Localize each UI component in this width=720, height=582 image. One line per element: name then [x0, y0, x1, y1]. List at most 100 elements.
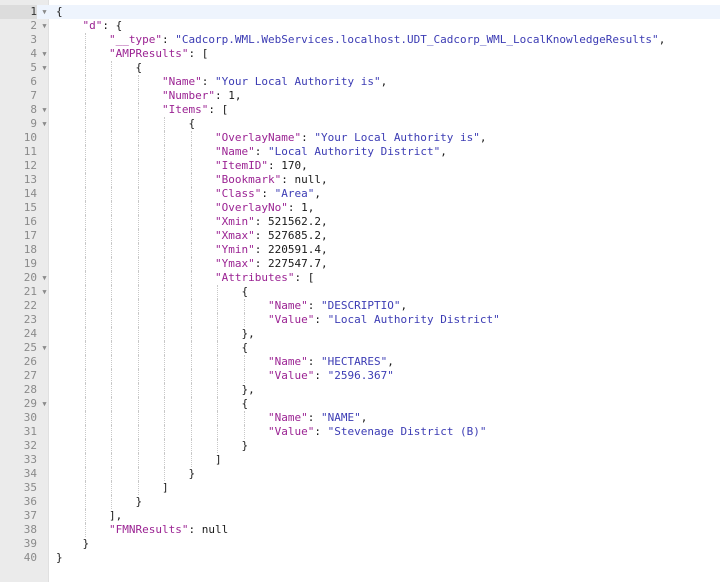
code-line[interactable]: 34} — [0, 467, 720, 481]
indent-guide — [164, 117, 165, 131]
code-line[interactable]: 37], — [0, 509, 720, 523]
json-string: "HECTARES" — [321, 355, 388, 368]
json-punctuation: { — [135, 61, 143, 74]
json-punctuation: , — [400, 299, 408, 312]
code-line[interactable]: 13"Bookmark": null, — [0, 173, 720, 187]
line-number: 29 — [23, 397, 37, 410]
indent-guide — [111, 341, 112, 355]
code-line[interactable]: 5▼{ — [0, 61, 720, 75]
code-line[interactable]: 9▼{ — [0, 117, 720, 131]
json-punctuation: : null — [188, 523, 229, 536]
indent-guide — [217, 383, 218, 397]
code-line[interactable]: 12"ItemID": 170, — [0, 159, 720, 173]
code-text: "Name": "DESCRIPTIO", — [268, 299, 407, 313]
line-number: 9 — [30, 117, 37, 130]
json-string: "Stevenage District (B)" — [327, 425, 487, 438]
indent-guide — [84, 75, 86, 89]
code-line[interactable]: 17"Xmax": 527685.2, — [0, 229, 720, 243]
json-key: "AMPResults" — [109, 47, 189, 60]
fold-toggle-icon[interactable]: ▼ — [42, 64, 47, 72]
line-number: 11 — [23, 145, 37, 158]
code-line[interactable]: 26"Name": "HECTARES", — [0, 355, 720, 369]
indent-guide — [190, 439, 192, 453]
indent-guide — [243, 313, 245, 327]
indent-guide — [243, 355, 245, 369]
fold-toggle-icon[interactable]: ▼ — [42, 288, 47, 296]
indent-guide — [84, 201, 86, 215]
code-text: "ItemID": 170, — [215, 159, 308, 173]
code-line[interactable]: 24}, — [0, 327, 720, 341]
indent-guide — [164, 453, 165, 467]
code-line[interactable]: 6"Name": "Your Local Authority is", — [0, 75, 720, 89]
indent-guide — [111, 201, 112, 215]
code-text: "Ymax": 227547.7, — [215, 257, 328, 271]
indent-guide — [137, 299, 139, 313]
fold-toggle-icon[interactable]: ▼ — [42, 344, 47, 352]
code-line[interactable]: 21▼{ — [0, 285, 720, 299]
code-line[interactable]: 16"Xmin": 521562.2, — [0, 215, 720, 229]
indent-guide — [164, 131, 165, 145]
indent-guide — [190, 159, 192, 173]
code-line[interactable]: 20▼"Attributes": [ — [0, 271, 720, 285]
code-line[interactable]: 8▼"Items": [ — [0, 103, 720, 117]
fold-toggle-icon[interactable]: ▼ — [42, 400, 47, 408]
json-key: "Name" — [268, 411, 308, 424]
indent-guide — [137, 159, 139, 173]
indent-guide — [111, 453, 112, 467]
code-line[interactable]: 27"Value": "2596.367" — [0, 369, 720, 383]
code-line[interactable]: 31"Value": "Stevenage District (B)" — [0, 425, 720, 439]
fold-toggle-icon[interactable]: ▼ — [42, 8, 47, 16]
line-number: 26 — [23, 355, 37, 368]
code-line[interactable]: 32} — [0, 439, 720, 453]
indent-guide — [217, 369, 218, 383]
indent-guide — [111, 159, 112, 173]
code-line[interactable]: 2▼"d": { — [0, 19, 720, 33]
fold-toggle-icon[interactable]: ▼ — [42, 50, 47, 58]
code-text: "Xmin": 521562.2, — [215, 215, 328, 229]
code-line[interactable]: 1▼{ — [0, 5, 720, 19]
json-key: "Name" — [215, 145, 255, 158]
code-line[interactable]: 10"OverlayName": "Your Local Authority i… — [0, 131, 720, 145]
fold-toggle-icon[interactable]: ▼ — [42, 120, 47, 128]
fold-toggle-icon[interactable]: ▼ — [42, 106, 47, 114]
json-punctuation: { — [241, 397, 249, 410]
code-line[interactable]: 11"Name": "Local Authority District", — [0, 145, 720, 159]
indent-guide — [111, 313, 112, 327]
code-line[interactable]: 23"Value": "Local Authority District" — [0, 313, 720, 327]
code-line[interactable]: 30"Name": "NAME", — [0, 411, 720, 425]
indent-guide — [111, 75, 112, 89]
code-line[interactable]: 14"Class": "Area", — [0, 187, 720, 201]
code-line[interactable]: 39} — [0, 537, 720, 551]
indent-guide — [164, 187, 165, 201]
fold-toggle-icon[interactable]: ▼ — [42, 22, 47, 30]
code-line[interactable]: 22"Name": "DESCRIPTIO", — [0, 299, 720, 313]
indent-guide — [217, 341, 218, 355]
code-line[interactable]: 36} — [0, 495, 720, 509]
code-line[interactable]: 15"OverlayNo": 1, — [0, 201, 720, 215]
code-line[interactable]: 19"Ymax": 227547.7, — [0, 257, 720, 271]
code-text: "Name": "Your Local Authority is", — [162, 75, 387, 89]
code-text: "OverlayNo": 1, — [215, 201, 314, 215]
code-line[interactable]: 40} — [0, 551, 720, 565]
code-line[interactable]: 38"FMNResults": null — [0, 523, 720, 537]
line-number: 31 — [23, 425, 37, 438]
indent-guide — [84, 285, 86, 299]
fold-toggle-icon[interactable]: ▼ — [42, 274, 47, 282]
code-line[interactable]: 35] — [0, 481, 720, 495]
code-line[interactable]: 29 ▼ { — [0, 397, 720, 411]
code-line[interactable]: 25▼{ — [0, 341, 720, 355]
code-line[interactable]: 3"__type": "Cadcorp.WML.WebServices.loca… — [0, 33, 720, 47]
code-line[interactable]: 4▼"AMPResults": [ — [0, 47, 720, 61]
indent-guide — [243, 369, 245, 383]
code-line[interactable]: 18"Ymin": 220591.4, — [0, 243, 720, 257]
indent-guide — [111, 61, 112, 75]
indent-guide — [190, 453, 192, 467]
code-text: { — [242, 341, 249, 355]
line-number: 30 — [23, 411, 37, 424]
code-line[interactable]: 33] — [0, 453, 720, 467]
indent-guide — [137, 383, 139, 397]
indent-guide — [164, 411, 165, 425]
code-line[interactable]: 28}, — [0, 383, 720, 397]
code-line[interactable]: 7"Number": 1, — [0, 89, 720, 103]
